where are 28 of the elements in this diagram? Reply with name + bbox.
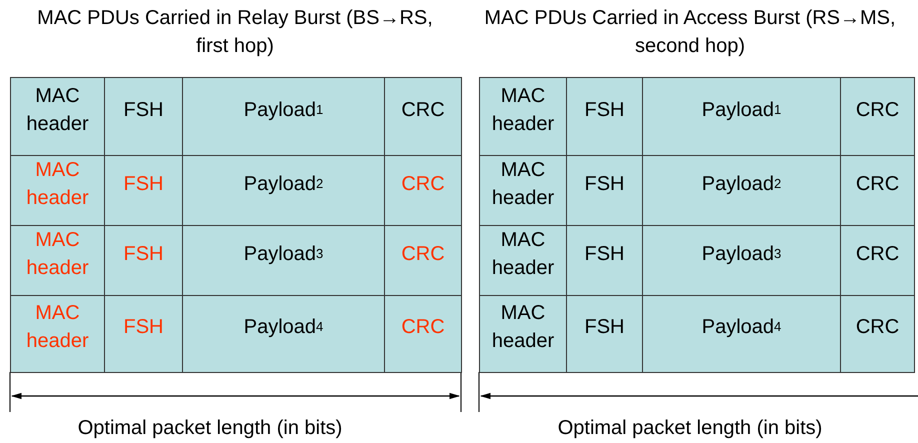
- table-cell: MAC header: [479, 155, 567, 226]
- table-cell: FSH: [104, 295, 183, 373]
- table-cell: MAC header: [479, 225, 567, 296]
- table-cell: CRC: [384, 155, 462, 226]
- table-cell: MAC header: [10, 77, 105, 156]
- table-cell: MAC header: [479, 295, 567, 373]
- table-cell: CRC: [840, 295, 915, 373]
- table-cell: CRC: [840, 225, 915, 296]
- table-cell: MAC header: [10, 295, 105, 373]
- table-cell: FSH: [104, 155, 183, 226]
- table-cell: CRC: [384, 225, 462, 296]
- table-cell: CRC: [840, 77, 915, 156]
- table-cell: FSH: [566, 295, 643, 373]
- table-cell: CRC: [384, 295, 462, 373]
- table-cell: MAC header: [479, 77, 567, 156]
- table-cell: FSH: [104, 225, 183, 296]
- table-cell: CRC: [840, 155, 915, 226]
- table-cell: FSH: [104, 77, 183, 156]
- table-heading: MAC PDUs Carried in Access Burst (RS→MS, second hop): [483, 6, 897, 59]
- dimension-label: Optimal packet length (in bits): [556, 416, 824, 441]
- dimension-label: Optimal packet length (in bits): [76, 416, 344, 441]
- table-cell: MAC header: [10, 155, 105, 226]
- table-cell: FSH: [566, 225, 643, 296]
- table-cell: MAC header: [10, 225, 105, 296]
- table-cell: FSH: [566, 155, 643, 226]
- table-cell: FSH: [566, 77, 643, 156]
- table-heading: MAC PDUs Carried in Relay Burst (BS→RS, first hop): [36, 6, 434, 59]
- table-cell: CRC: [384, 77, 462, 156]
